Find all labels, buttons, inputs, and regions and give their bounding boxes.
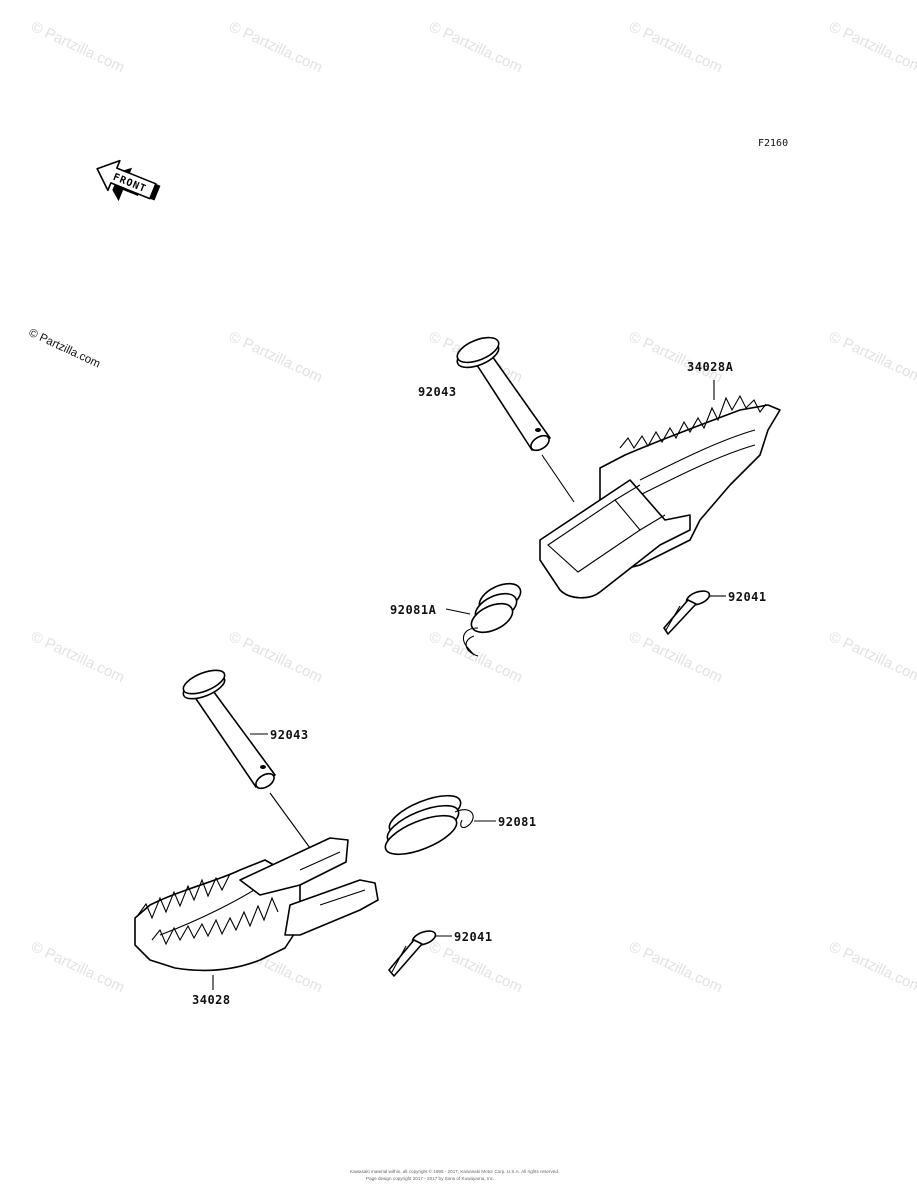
front-arrow-icon: FRONT [96, 159, 161, 202]
callout-clevis-pin-lower: 92043 [270, 728, 309, 742]
callout-footpeg-lower: 34028 [192, 993, 231, 1007]
callout-spring-upper: 92081A [390, 603, 437, 617]
copyright-notice: © Partzilla.com [27, 327, 102, 371]
watermark-layer: © Partzilla.com © Partzilla.com © Partzi… [28, 18, 917, 996]
footer-line-1: Kawasaki material within, all copyright … [350, 1168, 559, 1174]
watermark: © Partzilla.com [626, 938, 725, 996]
watermark: © Partzilla.com [426, 18, 525, 76]
clevis-pin-lower [182, 669, 276, 790]
callout-spring-lower: 92081 [498, 815, 537, 829]
watermark: © Partzilla.com [826, 328, 917, 386]
watermark: © Partzilla.com [28, 18, 127, 76]
callout-footpeg-upper: 34028A [687, 360, 734, 374]
spring-upper [462, 582, 522, 657]
watermark: © Partzilla.com [226, 328, 325, 386]
callout-cotter-pin-lower: 92041 [454, 930, 493, 944]
footpeg-upper [539, 394, 781, 599]
watermark: © Partzilla.com [626, 328, 725, 386]
watermark: © Partzilla.com [626, 18, 725, 76]
figure-code: F2160 [758, 138, 788, 149]
footpeg-lower [134, 837, 379, 972]
watermark: © Partzilla.com [226, 628, 325, 686]
watermark: © Partzilla.com [28, 938, 127, 996]
callout-cotter-pin-upper: 92041 [728, 590, 767, 604]
watermark: © Partzilla.com [426, 938, 525, 996]
cotter-pin-upper [663, 590, 711, 635]
watermark: © Partzilla.com [426, 628, 525, 686]
footer-line-2: Page design copyright 2017 - 2017 by Son… [366, 1176, 494, 1181]
callout-clevis-pin-upper: 92043 [418, 385, 457, 399]
clevis-pin-upper [456, 336, 551, 452]
watermark: © Partzilla.com [826, 18, 917, 76]
spring-lower [384, 794, 474, 856]
watermark: © Partzilla.com [28, 628, 127, 686]
watermark: © Partzilla.com [826, 938, 917, 996]
watermark: © Partzilla.com [626, 628, 725, 686]
cotter-pin-lower [388, 930, 437, 977]
watermark: © Partzilla.com [226, 18, 325, 76]
watermark: © Partzilla.com [826, 628, 917, 686]
